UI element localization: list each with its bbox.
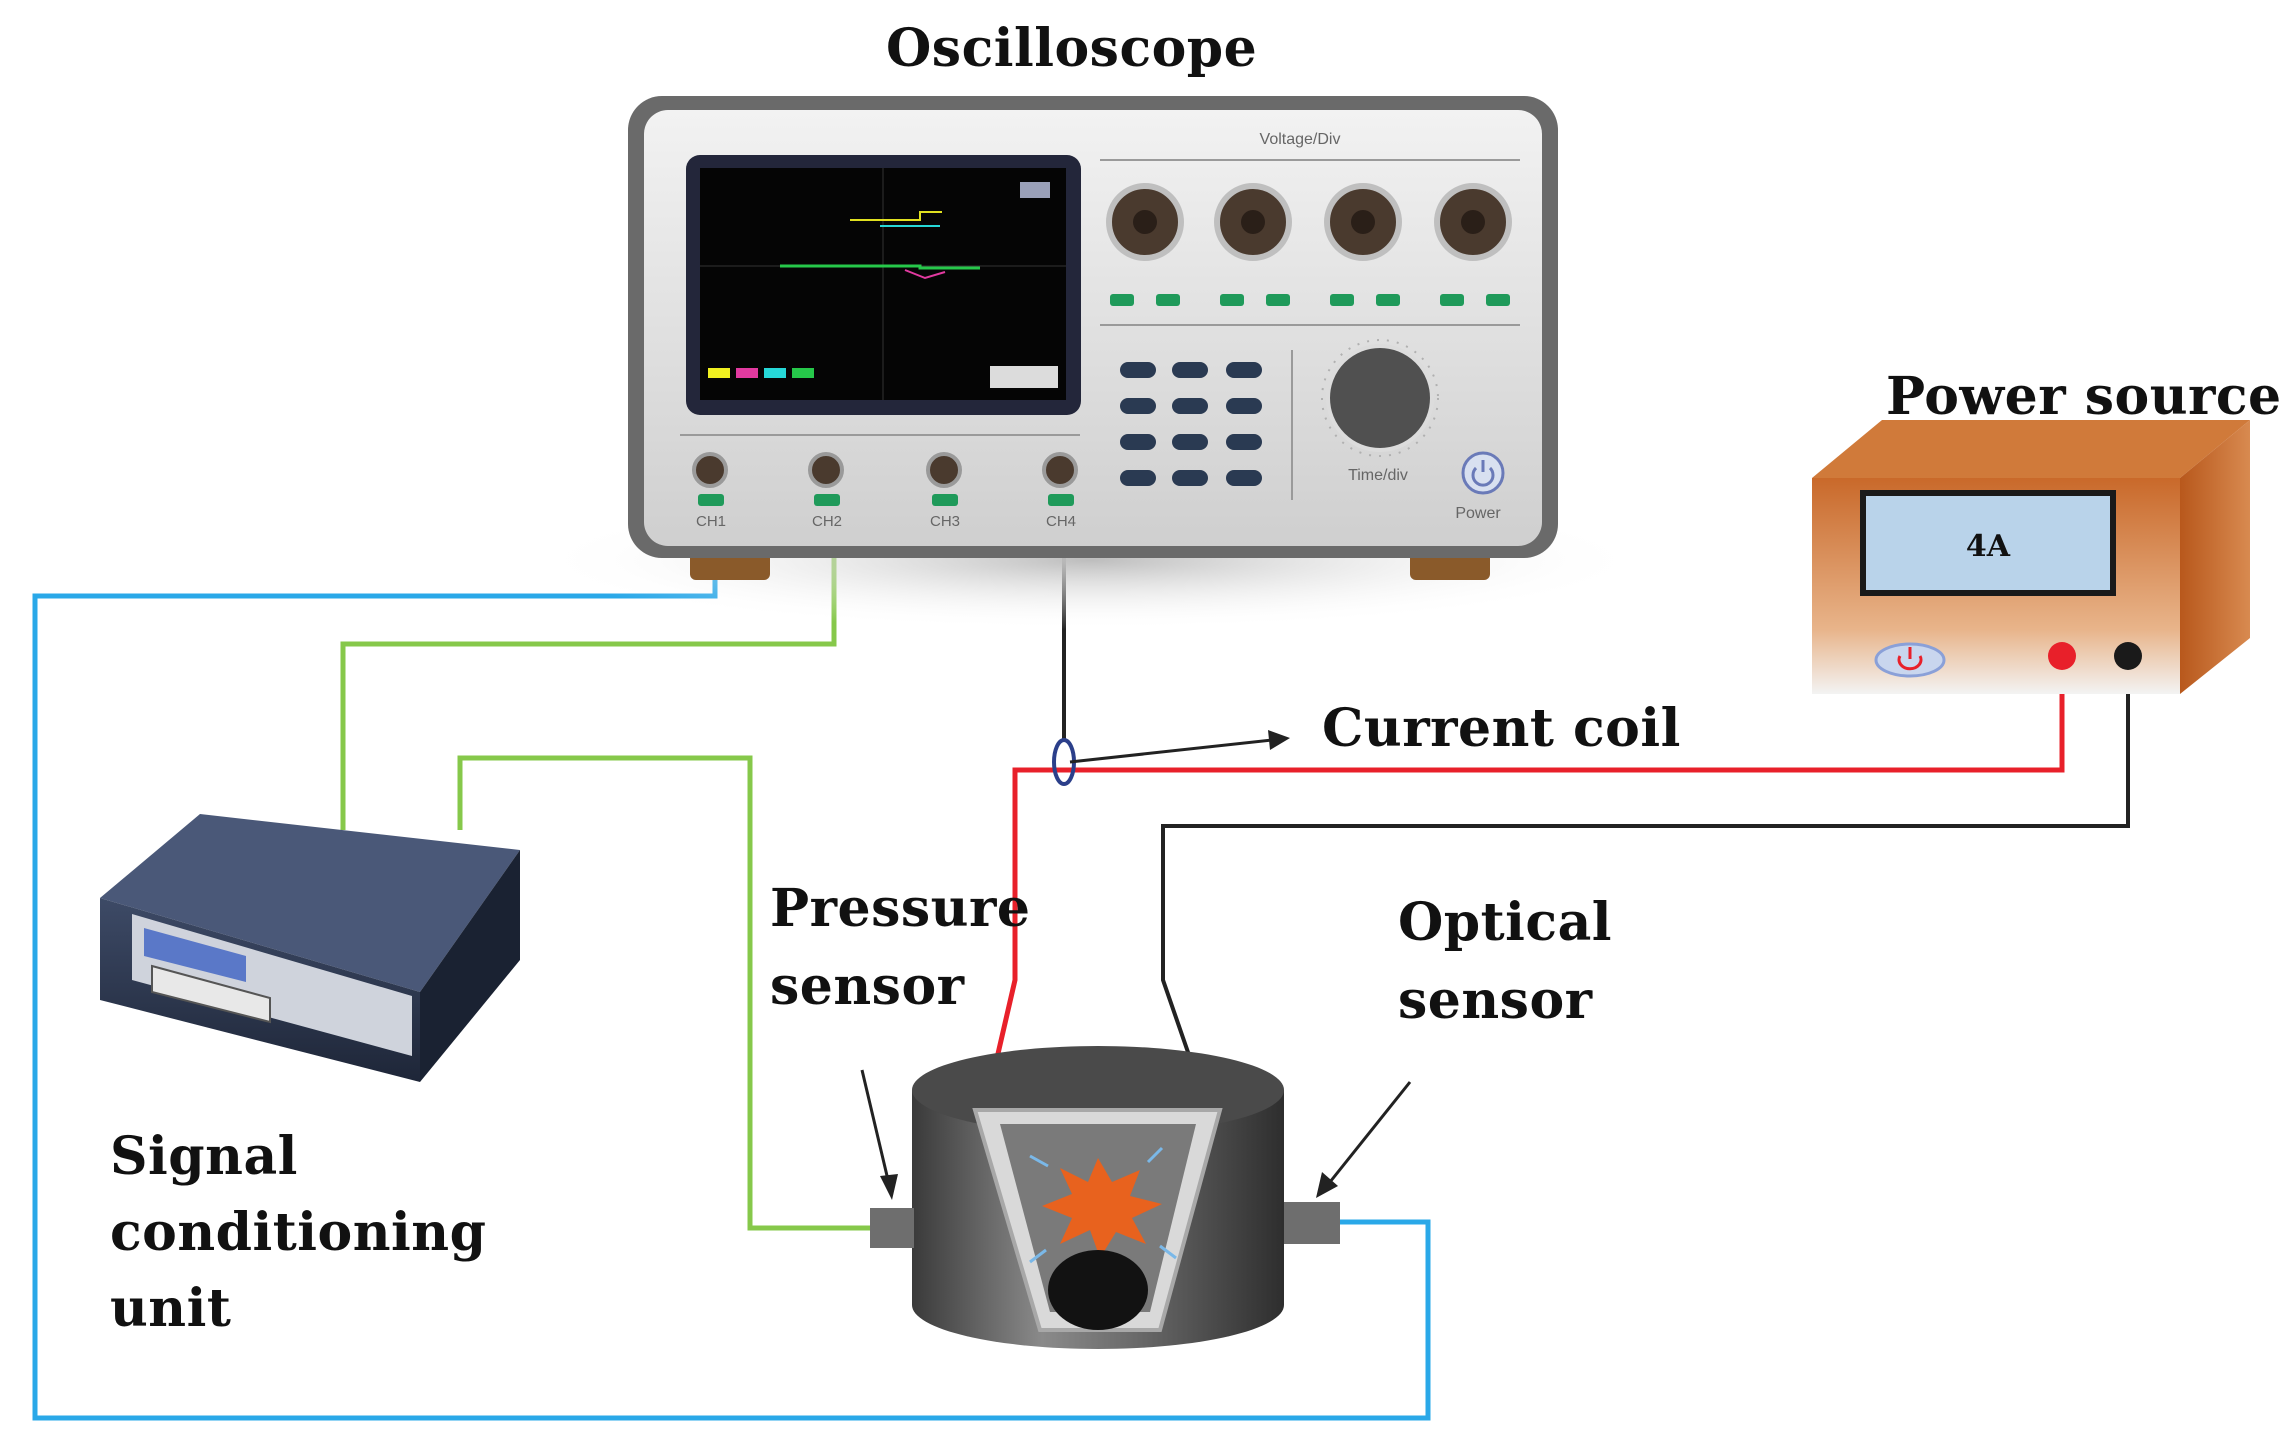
current-coil-label: Current coil	[1322, 698, 1681, 759]
signal-unit-label-line3: unit	[110, 1278, 232, 1339]
optical-sensor-port	[1284, 1202, 1340, 1244]
keypad-key[interactable]	[1172, 470, 1208, 486]
ch4-connector[interactable]	[1042, 452, 1078, 488]
explosion-icon	[1042, 1158, 1162, 1258]
channel-indicator-leds	[1110, 294, 1510, 306]
keypad	[1120, 362, 1262, 486]
pressure-sensor-label-line1: Pressure	[770, 878, 1031, 939]
keypad-key[interactable]	[1172, 362, 1208, 378]
keypad-key[interactable]	[1226, 470, 1262, 486]
keypad-key[interactable]	[1226, 434, 1262, 450]
power-button-icon[interactable]	[1461, 451, 1505, 495]
power-source-label: Power source	[1886, 366, 2282, 427]
signal-unit-top	[100, 814, 520, 992]
signal-unit-side	[420, 850, 520, 1082]
signal-unit-label-line2: conditioning	[110, 1202, 487, 1263]
power-source-reading: 4A	[1966, 529, 2011, 564]
pressure-sensor-label-line2: sensor	[770, 956, 965, 1017]
signal-unit-label-line1: Signal	[110, 1126, 298, 1187]
pressure-sensor-arrow	[860, 1069, 890, 1181]
signal-unit-screen	[144, 928, 246, 982]
optical-sensor-label-line1: Optical	[1398, 892, 1613, 953]
ch3-label: CH3	[930, 513, 960, 530]
oscilloscope-label: Oscilloscope	[886, 18, 1258, 79]
current-coil-arrow	[1069, 738, 1273, 764]
positive-terminal[interactable]	[2048, 642, 2076, 670]
sample-icon	[1048, 1250, 1148, 1330]
pointer-arrows	[860, 730, 1412, 1200]
negative-wire	[1161, 656, 2130, 1111]
optical-sensor-label-line2: sensor	[1398, 970, 1593, 1031]
power-source-switch-icon[interactable]	[1874, 642, 1946, 678]
keypad-key[interactable]	[1226, 362, 1262, 378]
keypad-key[interactable]	[1120, 398, 1156, 414]
keypad-key[interactable]	[1172, 398, 1208, 414]
voltage-div-label: Voltage/Div	[1260, 131, 1341, 148]
positive-wire	[982, 656, 2065, 1111]
channel-connectors: CH1 CH2 CH3 CH4	[692, 452, 1078, 530]
keypad-key[interactable]	[1172, 434, 1208, 450]
signal-unit-buttons	[151, 964, 271, 1024]
ch2-label: CH2	[812, 513, 842, 530]
oscilloscope-foot-right	[1410, 552, 1490, 580]
ch1-connector[interactable]	[692, 452, 728, 488]
time-div-label: Time/div	[1348, 467, 1408, 484]
trace-ch4	[904, 269, 946, 280]
reaction-vessel	[870, 1046, 1340, 1349]
ch1-label: CH1	[696, 513, 726, 530]
oscilloscope: Voltage/Div	[530, 96, 1650, 630]
pressure-sensor-wire	[457, 755, 870, 1231]
keypad-key[interactable]	[1226, 398, 1262, 414]
pressure-sensor-port	[870, 1208, 914, 1248]
power-source: 4A	[1812, 420, 2250, 694]
ch3-connector[interactable]	[926, 452, 962, 488]
voltage-knobs	[1106, 183, 1512, 261]
trace-ch1	[780, 264, 980, 270]
power-label: Power	[1455, 505, 1501, 522]
signal-conditioning-unit	[100, 814, 520, 1082]
optical-sensor-arrow	[1328, 1081, 1412, 1183]
oscilloscope-foot-left	[690, 552, 770, 580]
ch4-label: CH4	[1046, 513, 1076, 530]
time-div-knob[interactable]	[1326, 344, 1434, 452]
ch2-connector[interactable]	[808, 452, 844, 488]
keypad-key[interactable]	[1120, 362, 1156, 378]
trace-ch2	[850, 211, 942, 221]
power-source-side	[2180, 420, 2250, 694]
keypad-key[interactable]	[1120, 434, 1156, 450]
power-source-top	[1812, 420, 2250, 478]
keypad-key[interactable]	[1120, 470, 1156, 486]
negative-terminal[interactable]	[2114, 642, 2142, 670]
